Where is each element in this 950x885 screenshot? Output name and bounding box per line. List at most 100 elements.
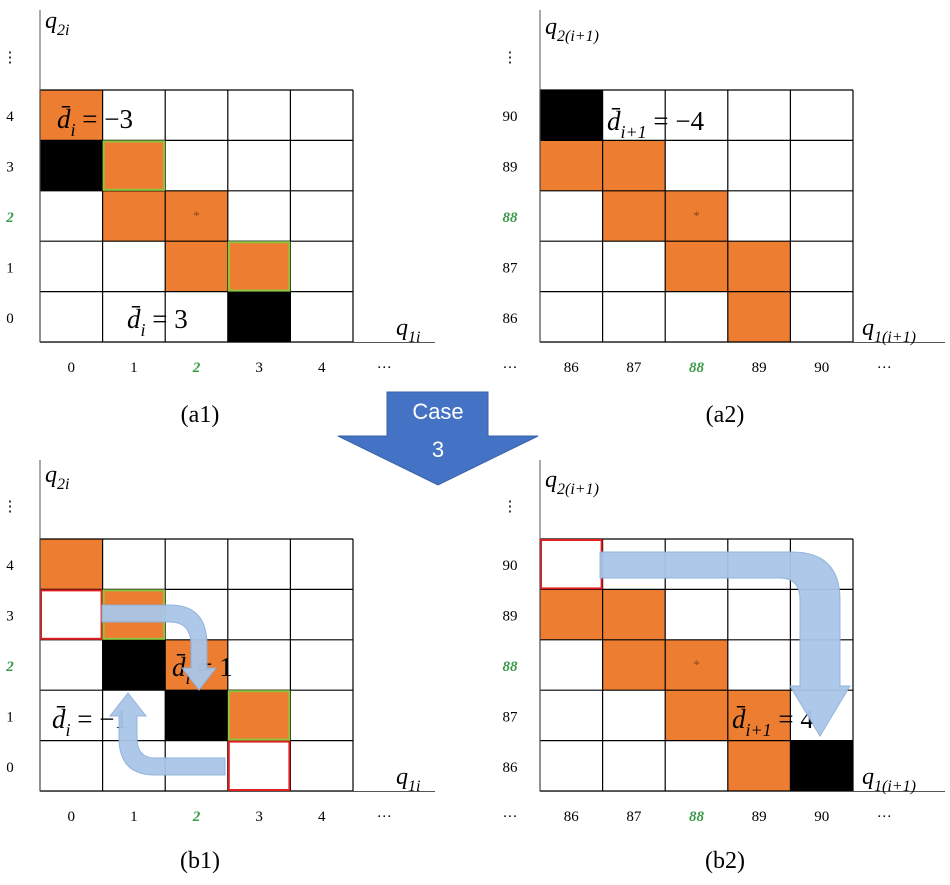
x-ellipsis-icon: ··· (377, 360, 392, 376)
y-tick-label: 87 (503, 260, 519, 276)
cell-black-c2-r1 (165, 690, 228, 741)
x-tick-label: 88 (689, 360, 705, 376)
cell-orange-c0-r3 (540, 140, 603, 191)
case-arrow-shape (337, 391, 539, 486)
x-tick-label: 3 (255, 360, 263, 376)
x-tick-label: 3 (255, 809, 263, 825)
cell-orange-c3-r1 (227, 241, 291, 292)
y-tick-label: 0 (6, 760, 14, 776)
cell-orange-c0-r3 (540, 589, 603, 640)
cell-white-c0-r4 (540, 539, 603, 590)
x-ellipsis-icon: ··· (877, 360, 892, 376)
x-lead-ellipsis-icon: ··· (503, 809, 518, 825)
cell-orange-c1-r3 (602, 589, 666, 640)
panel-caption: (a1) (181, 402, 220, 428)
x-tick-label: 86 (564, 809, 580, 825)
d-bar-annotation: d̄i = 3 (127, 304, 188, 340)
cell-black-c0-r4 (540, 90, 603, 141)
cell-white-c0-r3 (40, 589, 103, 640)
y-tick-label: 3 (6, 160, 14, 176)
star-marker: * (193, 208, 200, 223)
y-tick-label: 90 (503, 109, 518, 125)
star-marker: * (693, 657, 700, 672)
y-axis-label: q2(i+1) (545, 467, 599, 498)
panel-caption: (b1) (180, 848, 220, 874)
x-tick-label: 87 (626, 809, 642, 825)
y-tick-label: 0 (6, 311, 14, 327)
cell-black-c3-r0 (227, 291, 291, 342)
cell-outline-green (227, 690, 291, 741)
cell-black-c1-r2 (102, 639, 166, 691)
cell-orange-c2-r1 (165, 241, 228, 292)
x-tick-label: 89 (752, 360, 767, 376)
cell-outline-green (227, 241, 291, 292)
cell-orange-c3-r1 (727, 690, 791, 741)
y-tick-label: 3 (6, 609, 14, 625)
panel-caption: (a2) (706, 402, 745, 428)
star-marker: * (693, 208, 700, 223)
cell-orange-c2-r2 (665, 190, 728, 242)
cell-orange-c3-r1 (227, 690, 291, 741)
cell-orange-c3-r0 (727, 291, 791, 342)
cell-orange-c1-r2 (102, 190, 166, 242)
x-axis-label: q1i (396, 315, 420, 346)
cell-orange-c1-r3 (602, 140, 666, 191)
x-lead-ellipsis-icon: ··· (503, 360, 518, 376)
y-tick-label: 2 (5, 659, 14, 675)
cell-outline-green (102, 140, 166, 191)
y-tick-label: 89 (503, 160, 518, 176)
x-tick-label: 90 (814, 809, 829, 825)
panel-caption: (b2) (705, 848, 745, 874)
cell-orange-c0-r4 (40, 90, 103, 141)
cell-orange-c3-r1 (727, 241, 791, 292)
x-tick-label: 4 (318, 809, 326, 825)
y-axis-label: q2(i+1) (545, 14, 599, 45)
y-tick-label: 86 (503, 311, 519, 327)
y-tick-label: 4 (6, 558, 14, 574)
y-ellipsis-icon: ⋮ (3, 499, 18, 515)
cell-black-c4-r0 (790, 740, 853, 791)
y-tick-label: 88 (503, 659, 519, 675)
y-tick-label: 90 (503, 558, 518, 574)
y-ellipsis-icon: ⋮ (3, 50, 18, 66)
y-ellipsis-icon: ⋮ (503, 499, 518, 515)
y-tick-label: 2 (5, 210, 14, 226)
cell-orange-c3-r0 (727, 740, 791, 791)
x-ellipsis-icon: ··· (877, 809, 892, 825)
x-axis-label: q1i (396, 764, 420, 795)
y-axis-label: q2i (45, 8, 69, 39)
cell-orange-c2-r2 (665, 639, 728, 691)
x-tick-label: 0 (68, 809, 76, 825)
cell-orange-c2-r2 (165, 190, 228, 242)
move-arrow-up (108, 692, 226, 776)
cell-orange-c2-r1 (665, 690, 728, 741)
case-label-line1: Case (412, 399, 463, 424)
cell-black-c0-r3 (40, 140, 103, 191)
case-transition-arrow: Case 3 (337, 391, 539, 486)
y-tick-label: 1 (6, 709, 14, 725)
x-axis-label: q1(i+1) (862, 315, 916, 346)
cell-orange-c0-r4 (40, 539, 103, 590)
x-tick-label: 2 (192, 360, 201, 376)
y-tick-label: 86 (503, 760, 519, 776)
x-ellipsis-icon: ··· (377, 809, 392, 825)
cell-orange-c2-r1 (665, 241, 728, 292)
x-axis-label: q1(i+1) (862, 764, 916, 795)
x-tick-label: 0 (68, 360, 76, 376)
y-axis-label: q2i (45, 462, 69, 493)
x-tick-label: 89 (752, 809, 767, 825)
cell-orange-c1-r2 (602, 190, 666, 242)
move-arrow-down (101, 604, 218, 691)
x-tick-label: 1 (130, 360, 138, 376)
y-tick-label: 89 (503, 609, 518, 625)
move-arrow-big (599, 551, 851, 737)
x-tick-label: 88 (689, 809, 705, 825)
y-tick-label: 88 (503, 210, 519, 226)
y-tick-label: 1 (6, 260, 14, 276)
